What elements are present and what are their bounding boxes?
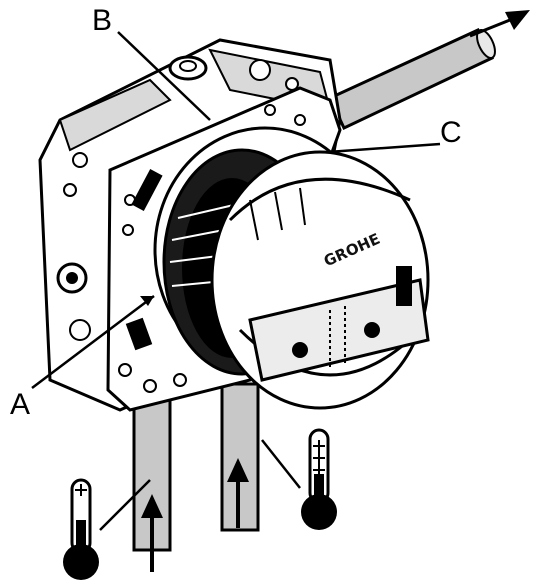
hot-inlet-flow-arrow <box>227 458 249 528</box>
top-screw <box>168 55 208 81</box>
thermometer-cold-icon <box>63 478 151 580</box>
callout-label-a: A <box>10 388 31 421</box>
callout-label-c: C <box>440 116 462 149</box>
thermometer-hot-icon <box>261 428 337 530</box>
front-cap: GROHE <box>210 150 430 410</box>
temperature-scale-markings <box>292 266 412 370</box>
outlet-flow-arrow <box>469 10 530 38</box>
callout-label-b: B <box>92 4 113 37</box>
cold-inlet-flow-arrow <box>141 494 163 572</box>
outlet-pipe <box>328 28 496 131</box>
callout-leaders <box>31 31 441 389</box>
